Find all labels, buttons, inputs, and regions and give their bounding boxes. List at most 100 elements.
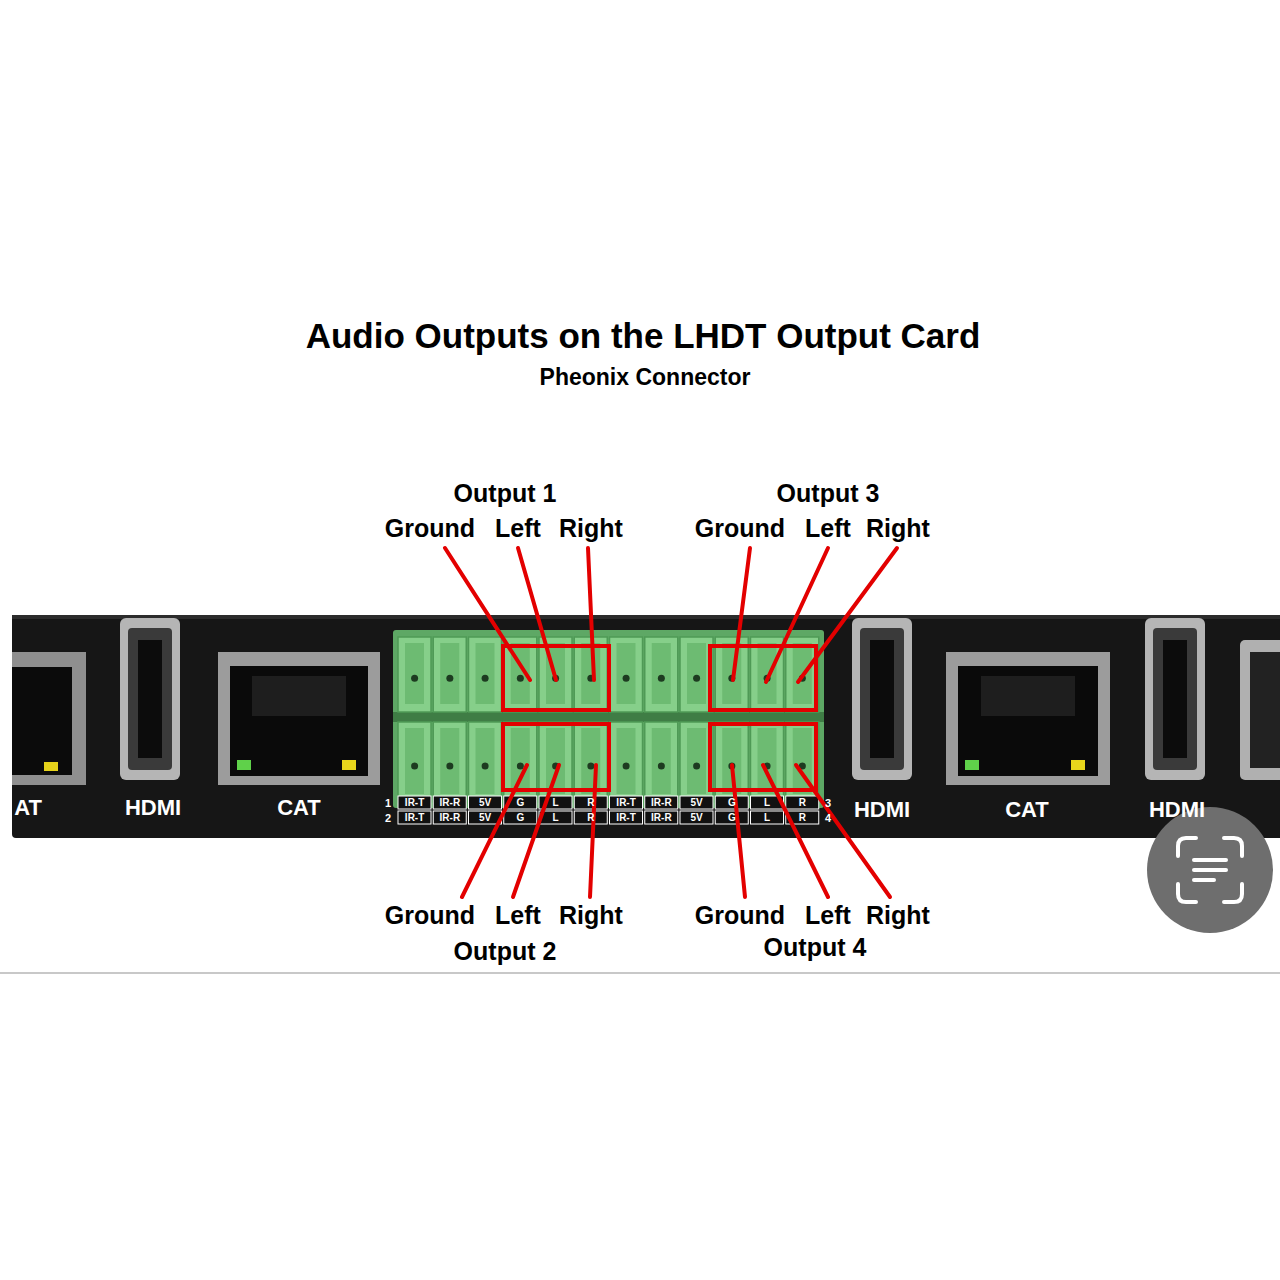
pin-label-cell xyxy=(398,796,431,809)
pin-label: IR-T xyxy=(405,813,424,823)
pin-label: IR-T xyxy=(616,798,635,808)
divider-line xyxy=(0,972,1280,974)
pin-label-cell xyxy=(469,811,502,824)
leader-line xyxy=(796,765,890,897)
leader-line xyxy=(798,548,897,682)
pin-label: R xyxy=(587,798,594,808)
wire-hole xyxy=(623,763,630,770)
partial-port xyxy=(1240,640,1280,780)
pin-label: 5V xyxy=(690,798,702,808)
pin-label: G xyxy=(516,798,524,808)
connector-pins xyxy=(398,637,819,802)
pin-label-cell xyxy=(610,811,643,824)
leader-line xyxy=(518,548,556,680)
terminal-slot xyxy=(687,643,706,704)
output-label: Output 4 xyxy=(764,935,867,960)
port-label: HDMI xyxy=(854,799,910,821)
wire-hole xyxy=(517,763,524,770)
wire-hole xyxy=(658,675,665,682)
pin-label-cell xyxy=(645,796,678,809)
pin-label: L xyxy=(553,798,559,808)
pin-label: G xyxy=(516,813,524,823)
pin-name: Left xyxy=(495,903,541,928)
pin-label-cell xyxy=(786,796,819,809)
hdmi-port xyxy=(852,618,912,780)
pin-label: R xyxy=(799,813,806,823)
wire-hole xyxy=(482,763,489,770)
pin-label: IR-R xyxy=(440,813,461,823)
terminal-slot xyxy=(722,728,741,794)
terminal-slot xyxy=(652,728,671,794)
pin-label: IR-R xyxy=(651,798,672,808)
wire-hole xyxy=(411,763,418,770)
leader-line xyxy=(733,548,750,680)
terminal-slot xyxy=(440,643,459,704)
rj45-port xyxy=(946,652,1110,785)
terminal-pin xyxy=(469,637,502,712)
leader-line xyxy=(763,765,828,897)
partial-port xyxy=(1250,652,1280,768)
port-label: CAT xyxy=(1005,799,1049,821)
pin-label-cell xyxy=(680,796,713,809)
pin-label: IR-R xyxy=(440,798,461,808)
terminal-slot xyxy=(617,643,636,704)
terminal-slot xyxy=(405,728,424,794)
pin-label-cell xyxy=(680,811,713,824)
pin-label-cell xyxy=(751,811,784,824)
rj45-frame xyxy=(12,652,86,785)
terminal-slot xyxy=(687,728,706,794)
terminal-slot xyxy=(546,728,565,794)
terminal-pin xyxy=(645,637,678,712)
pin-label-cell xyxy=(645,811,678,824)
terminal-pin xyxy=(610,722,643,802)
pin-label: L xyxy=(764,798,770,808)
pin-label-cell xyxy=(398,811,431,824)
output-label: Output 1 xyxy=(454,481,557,506)
pin-label: 5V xyxy=(479,813,491,823)
terminal-slot xyxy=(758,643,777,704)
row-number: 2 xyxy=(385,812,391,823)
pin-label-cell xyxy=(715,796,748,809)
pin-name: Right xyxy=(559,903,623,928)
pin-label-cells xyxy=(398,796,819,824)
pin-label: IR-T xyxy=(616,813,635,823)
rj45-port xyxy=(218,652,380,785)
pin-name: Ground xyxy=(385,516,475,541)
terminal-slot xyxy=(405,643,424,704)
pin-label: L xyxy=(553,813,559,823)
pin-name: Right xyxy=(866,516,930,541)
panel-edge xyxy=(12,615,1280,619)
pin-label-cell xyxy=(433,796,466,809)
wire-hole xyxy=(517,675,524,682)
pin-name: Left xyxy=(805,516,851,541)
terminal-pin xyxy=(610,637,643,712)
port-label: AT xyxy=(14,797,42,819)
leader-line xyxy=(590,765,596,897)
terminal-slot xyxy=(440,728,459,794)
wire-hole xyxy=(693,675,700,682)
pin-label: 5V xyxy=(690,813,702,823)
subtitle: Pheonix Connector xyxy=(540,366,751,389)
pin-label-cell xyxy=(715,811,748,824)
pin-label-cell xyxy=(433,811,466,824)
terminal-pin xyxy=(469,722,502,802)
port-label: HDMI xyxy=(125,797,181,819)
device-panel xyxy=(12,615,1280,838)
pin-label: IR-R xyxy=(651,813,672,823)
wire-hole xyxy=(446,675,453,682)
leader-line xyxy=(588,548,594,680)
port-label: HDMI xyxy=(1149,799,1205,821)
pin-label: R xyxy=(799,798,806,808)
terminal-pin xyxy=(433,637,466,712)
scan-icon xyxy=(1147,807,1273,933)
wire-hole xyxy=(411,675,418,682)
status-led xyxy=(44,762,58,771)
pin-name: Left xyxy=(805,903,851,928)
terminal-pin xyxy=(398,722,431,802)
terminal-slot xyxy=(617,728,636,794)
leader-line xyxy=(462,765,527,897)
row-number: 1 xyxy=(385,797,391,808)
pin-label-cell xyxy=(574,811,607,824)
connector-gap xyxy=(393,712,824,722)
output-label: Output 2 xyxy=(454,939,557,964)
